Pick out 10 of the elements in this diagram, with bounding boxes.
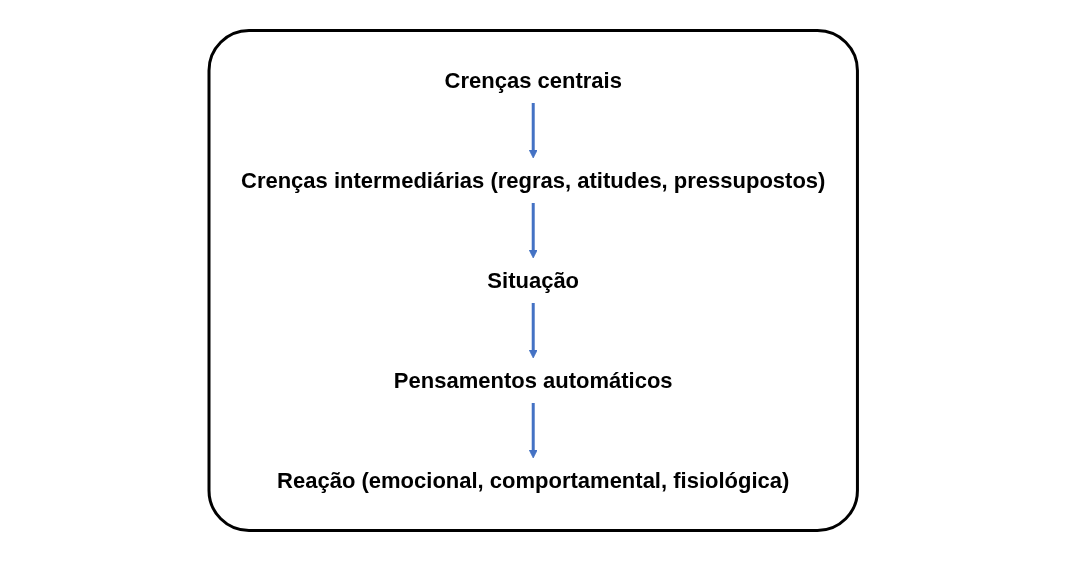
node-text: Crenças centrais — [444, 68, 623, 93]
arrow — [529, 403, 538, 459]
arrow — [529, 203, 538, 259]
node-text: Crenças intermediárias (regras, atitudes, pressupostos) — [241, 168, 826, 193]
node-text: Pensamentos automáticos — [394, 368, 673, 393]
arrow — [529, 103, 538, 159]
node-text: Situação — [487, 268, 580, 293]
cluster — [207, 29, 860, 532]
node-text: Reação (emocional, comportamental, fisiológica) — [277, 468, 790, 493]
arrow — [529, 303, 538, 359]
